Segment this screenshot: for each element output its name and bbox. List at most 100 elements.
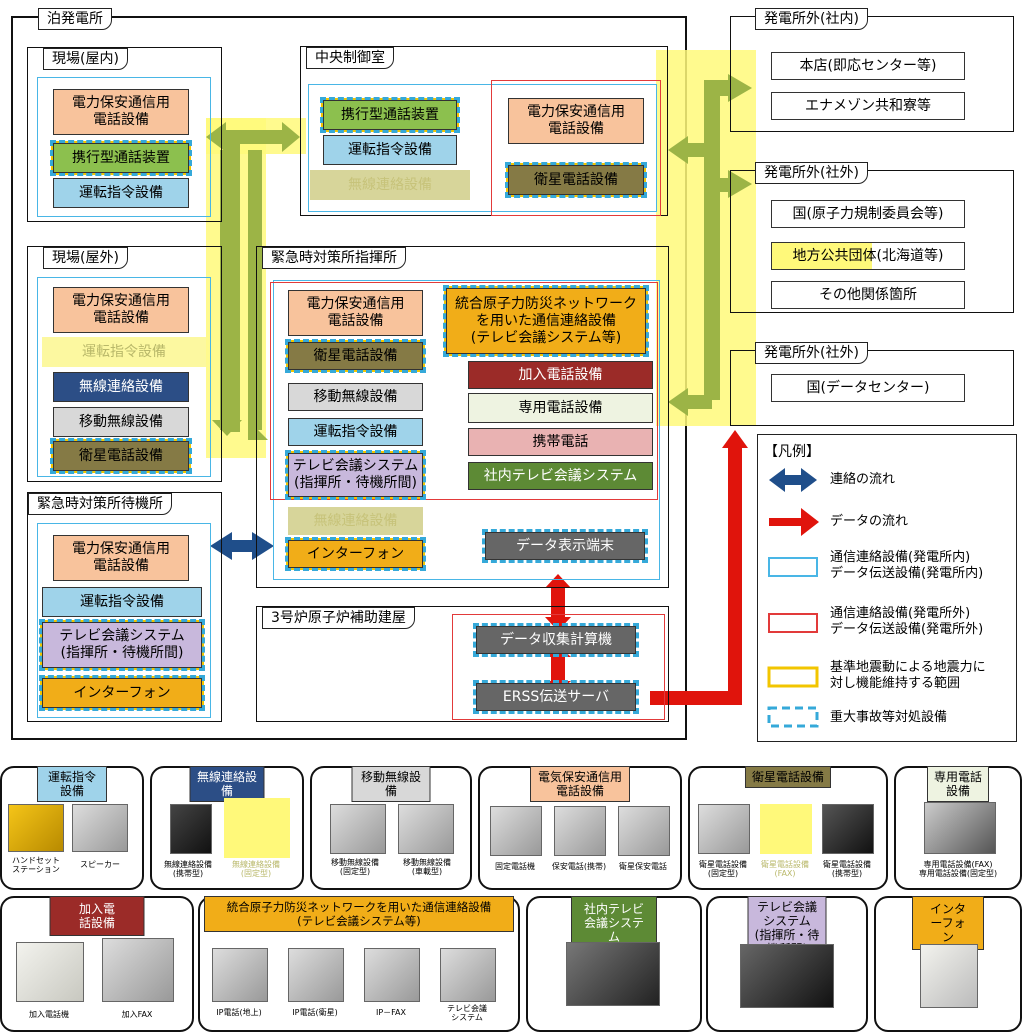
photo-group-title: 無線連絡設備 <box>189 766 265 802</box>
ext-internal-title: 発電所外(社内) <box>755 8 868 30</box>
ext-internal <box>730 16 1014 132</box>
photo <box>760 804 812 854</box>
photo <box>8 804 64 852</box>
photo-group-title: 統合原子力防災ネットワークを用いた通信連絡設備 (テレビ会議システム等) <box>204 896 514 932</box>
standby-tv-conf[interactable]: テレビ会議システム (指揮所・待機所間) <box>39 619 205 671</box>
indoor-in-plant-outline <box>37 77 211 217</box>
photo-caption: IP－FAX <box>375 1008 406 1017</box>
standby-interphone[interactable]: インターフォン <box>39 675 205 711</box>
legend <box>757 434 1017 742</box>
photo-group-satellite: 衛星電話設備 衛星電話設備 (固定型) 衛星電話設備 (FAX) 衛星電話設備 … <box>688 766 888 890</box>
command-mobile-wireless[interactable]: 移動無線設備 <box>288 383 423 411</box>
control-dispatch[interactable]: 運転指令設備 <box>323 135 457 165</box>
ext-internal-item-1[interactable]: エナメゾン共和寮等 <box>771 92 965 120</box>
photo-caption: 衛星電話設備 (固定型) <box>699 860 747 878</box>
control-in-plant-outline <box>308 84 657 212</box>
aux-out-plant-outline <box>452 614 665 720</box>
indoor-portable-phone[interactable]: 携行型通話装置 <box>50 140 192 176</box>
site-aux-building-label: 3号炉原子炉補助建屋 <box>262 607 415 629</box>
indoor-power-phone[interactable]: 電力保安通信用 電話設備 <box>53 89 189 135</box>
photo-caption: IP電話(衛星) <box>292 1008 338 1017</box>
site-outdoor <box>27 246 222 482</box>
photo-group-subscriber: 加入電話設備 加入電話機 加入FAX <box>0 896 194 1032</box>
plant-title: 泊発電所 <box>38 8 112 30</box>
photo-group-title: インターフォン <box>912 896 984 950</box>
ext-outside <box>730 170 1014 313</box>
command-in-plant-outline <box>273 280 660 580</box>
site-standby-label: 緊急時対策所待機所 <box>28 493 172 515</box>
command-subscriber[interactable]: 加入電話設備 <box>468 361 653 389</box>
command-dispatch[interactable]: 運転指令設備 <box>288 418 423 446</box>
legend-severe: 重大事故等対処設備 <box>830 710 948 725</box>
command-satellite[interactable]: 衛星電話設備 <box>285 339 426 373</box>
command-interphone[interactable]: インターフォン <box>285 537 426 571</box>
photo-caption: 保安電話(携帯) <box>551 862 607 871</box>
ext-outside-item-2[interactable]: その他関係箇所 <box>771 281 965 309</box>
command-power-phone[interactable]: 電力保安通信用 電話設備 <box>288 290 423 336</box>
photo <box>618 806 670 856</box>
aux-erss-server[interactable]: ERSS伝送サーバ <box>473 680 639 714</box>
photo <box>490 806 542 856</box>
photo <box>822 804 874 854</box>
photo-group-tv-conf: テレビ会議システム (指揮所・待機所間) <box>706 896 868 1032</box>
ext-outside2-item-0[interactable]: 国(データセンター) <box>771 374 965 402</box>
site-command-label: 緊急時対策所指揮所 <box>262 247 406 269</box>
ext-outside-item-1[interactable]: 地方公共団体(北海道等) <box>771 242 965 270</box>
standby-power-phone[interactable]: 電力保安通信用 電話設備 <box>53 535 189 581</box>
command-tv-conf[interactable]: テレビ会議システム (指揮所・待機所間) <box>285 450 426 500</box>
photo <box>920 944 978 1008</box>
photo-group-interphone: インターフォン <box>874 896 1022 1032</box>
photo <box>554 806 606 856</box>
standby-dispatch[interactable]: 運転指令設備 <box>42 587 202 617</box>
ext-internal-item-0[interactable]: 本店(即応センター等) <box>771 52 965 80</box>
photo-caption: 無線連絡設備 (携帯型) <box>164 860 212 878</box>
photo-group-title: 専用電話設備 <box>927 766 989 802</box>
ext-outside-item-0[interactable]: 国(原子力規制委員会等) <box>771 200 965 228</box>
photo-group-wireless: 無線連絡設備 無線連絡設備 (携帯型) 無線連絡設備 (固定型) <box>150 766 304 890</box>
site-indoor <box>27 47 222 222</box>
outdoor-dispatch[interactable]: 運転指令設備 <box>42 337 206 367</box>
photo-group-dedicated: 専用電話設備 専用電話設備(FAX) 専用電話設備(固定型) <box>894 766 1022 890</box>
legend-data-flow: データの流れ <box>830 514 909 529</box>
control-portable-phone[interactable]: 携行型通話装置 <box>320 97 460 133</box>
aux-data-computer[interactable]: データ収集計算機 <box>473 623 639 657</box>
legend-title: 【凡例】 <box>764 444 820 460</box>
control-satellite[interactable]: 衛星電話設備 <box>505 162 647 198</box>
ext-outside2 <box>730 350 1014 426</box>
photo-group-dispatch: 運転指令設備 ハンドセット ステーション スピーカー <box>0 766 144 890</box>
command-cellphone[interactable]: 携帯電話 <box>468 428 653 456</box>
control-power-phone[interactable]: 電力保安通信用 電話設備 <box>508 98 644 144</box>
photo-caption: 移動無線設備 (固定型) <box>331 858 379 876</box>
in-plant-swatch <box>768 557 818 577</box>
photo-caption: 加入FAX <box>121 1010 153 1019</box>
site-aux-building <box>256 606 669 722</box>
outdoor-wireless[interactable]: 無線連絡設備 <box>53 372 189 402</box>
photo-group-title: 社内テレビ会議システム <box>571 896 657 950</box>
photo <box>170 804 212 854</box>
outdoor-satellite[interactable]: 衛星電話設備 <box>50 438 192 474</box>
command-out-plant-outline <box>270 282 658 500</box>
outdoor-mobile-wireless[interactable]: 移動無線設備 <box>53 407 189 437</box>
photo-group-title: 電気保安通信用電話設備 <box>530 766 630 802</box>
legend-seismic: 基準地震動による地震力に 対し機能維持する範囲 <box>830 660 986 691</box>
photo <box>440 948 496 1002</box>
photo <box>72 804 128 852</box>
legend-out-plant: 通信連絡設備(発電所外) データ伝送設備(発電所外) <box>830 606 984 637</box>
control-wireless[interactable]: 無線連絡設備 <box>310 170 470 200</box>
photo <box>924 802 996 854</box>
command-integrated-net[interactable]: 統合原子力防災ネットワーク を用いた通信連絡設備 (テレビ会議システム等) <box>443 285 649 357</box>
photo-group-title: 加入電話設備 <box>49 896 145 936</box>
command-inhouse-tv[interactable]: 社内テレビ会議システム <box>468 462 653 490</box>
data-flow-swatch <box>769 508 819 536</box>
indoor-dispatch[interactable]: 運転指令設備 <box>53 178 189 208</box>
site-standby <box>27 492 222 722</box>
photo <box>212 948 268 1002</box>
command-data-terminal[interactable]: データ表示端末 <box>482 529 648 563</box>
photo <box>224 798 290 858</box>
command-wireless[interactable]: 無線連絡設備 <box>288 507 423 535</box>
photo-caption: スピーカー <box>80 860 120 869</box>
photo-caption: 固定電話機 <box>495 862 535 871</box>
outdoor-power-phone[interactable]: 電力保安通信用 電話設備 <box>53 287 189 333</box>
command-dedicated[interactable]: 専用電話設備 <box>468 393 653 423</box>
